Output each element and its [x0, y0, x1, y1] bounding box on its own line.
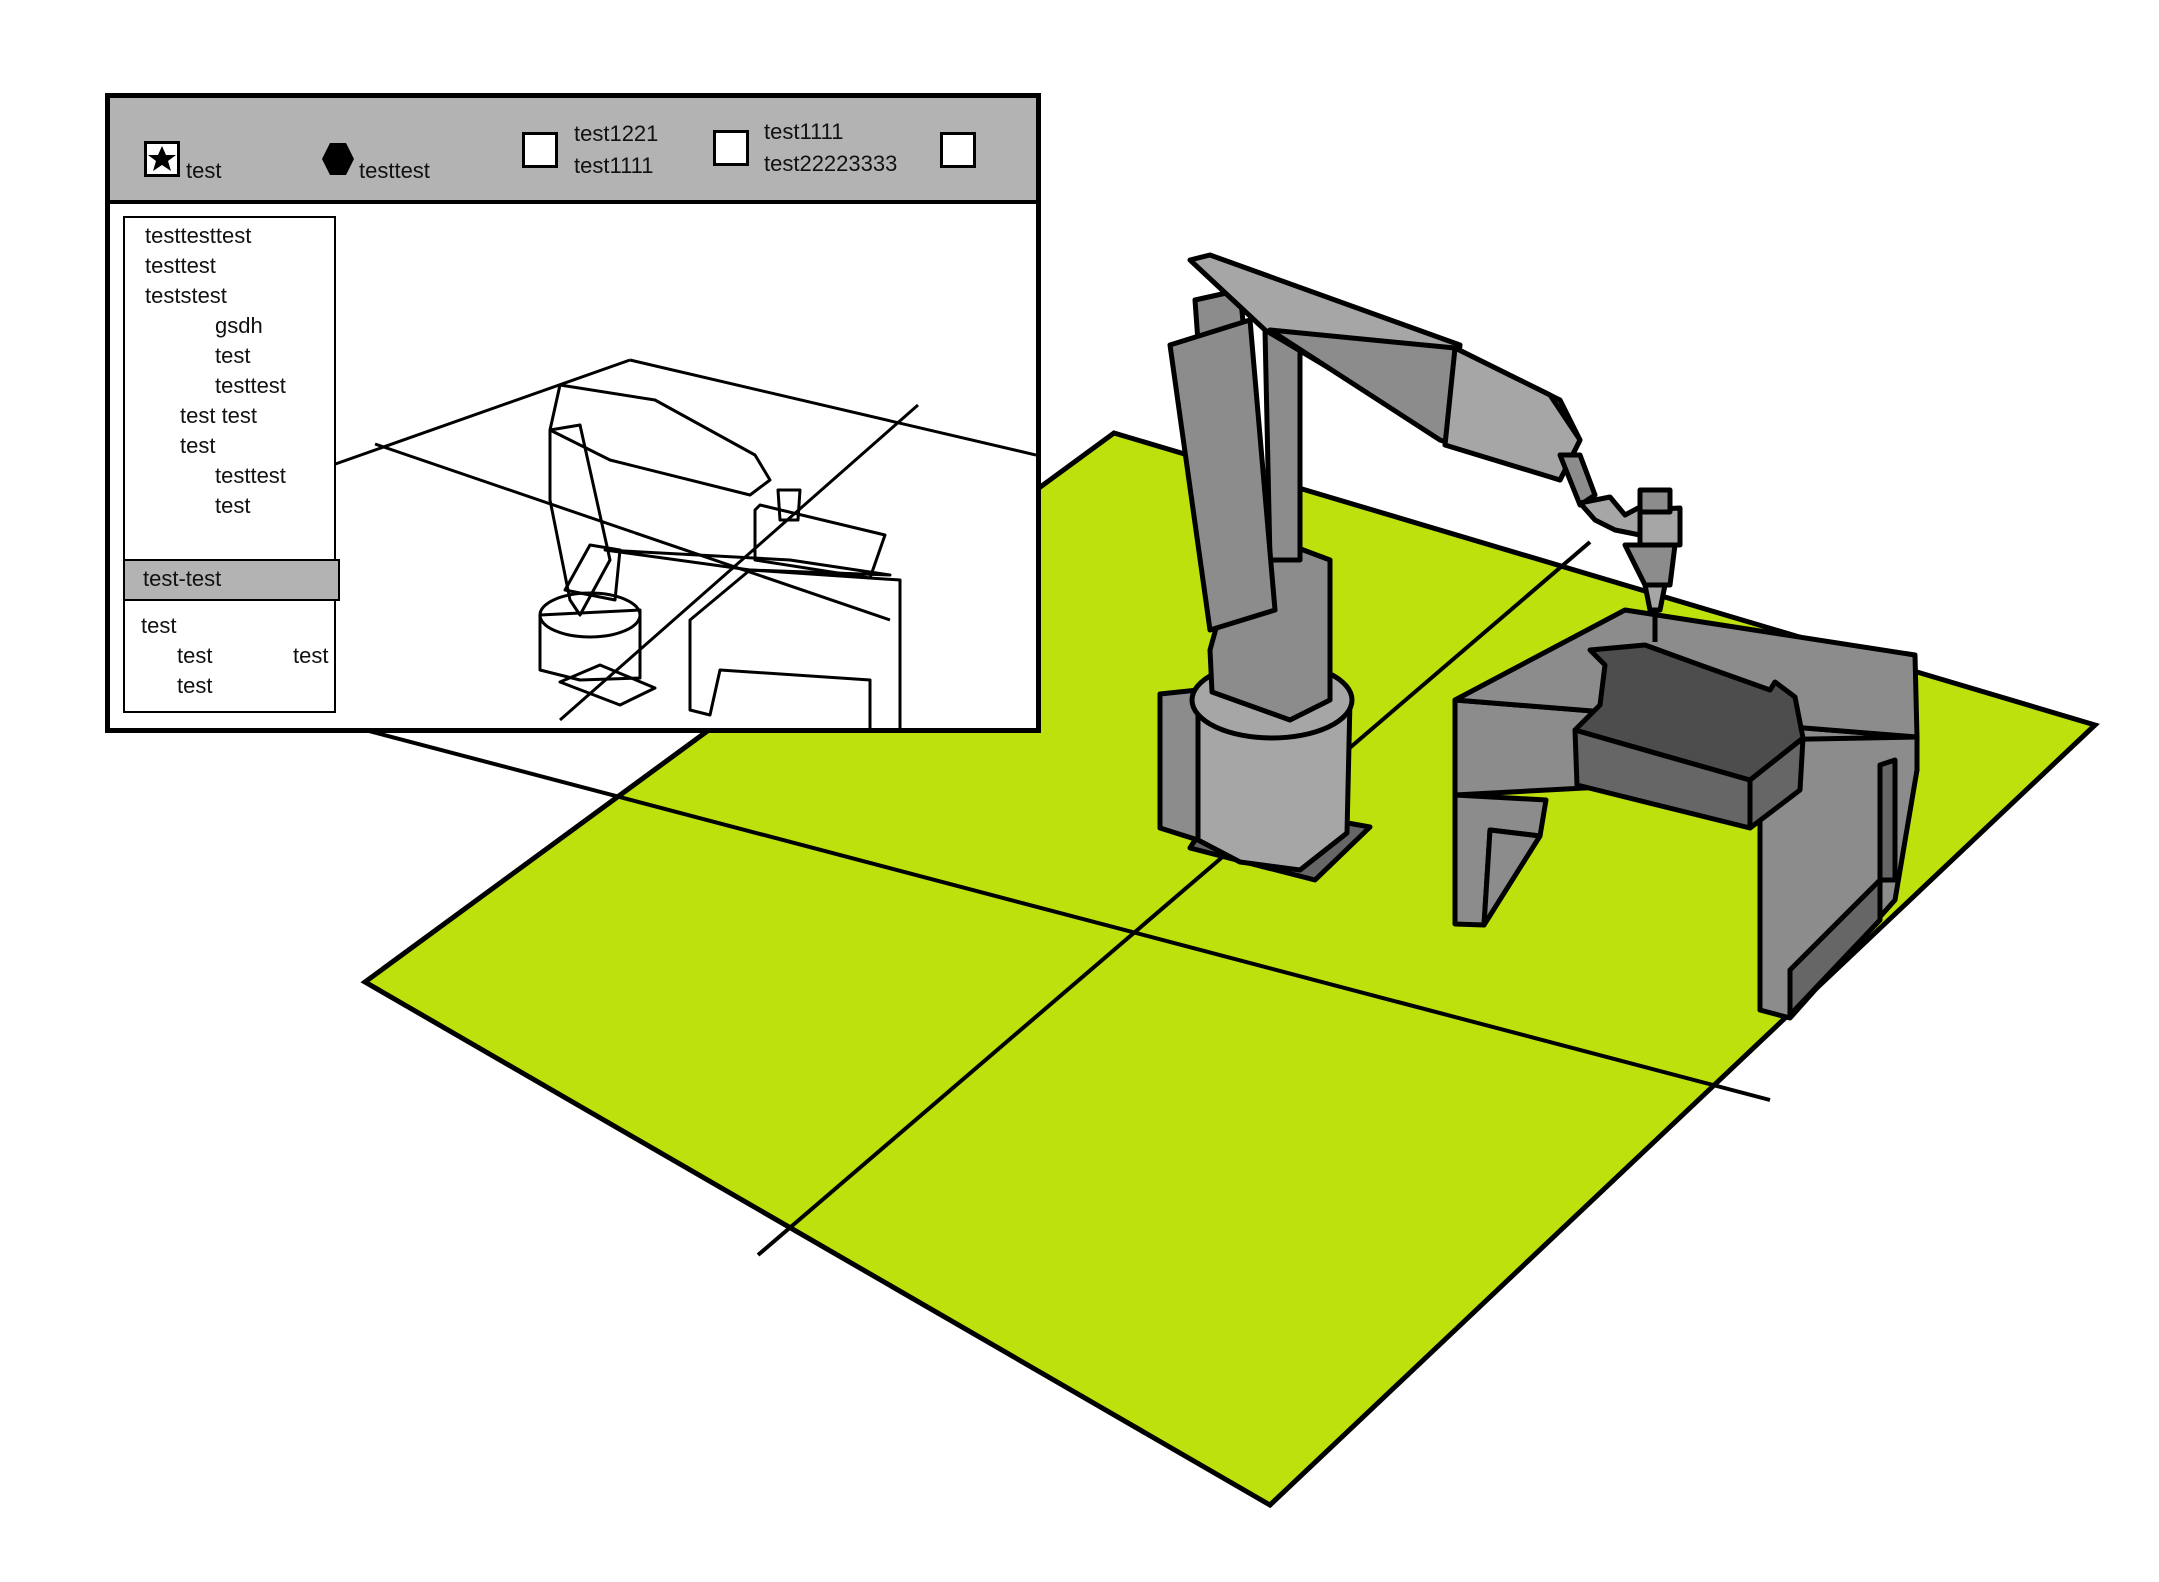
checkbox-3[interactable] — [940, 132, 976, 168]
software-window: test testtest test1221 test1111 test1111… — [105, 93, 1041, 733]
grid-line-a — [374, 442, 891, 622]
tool-checkbox-3[interactable] — [940, 132, 976, 168]
tree-item[interactable]: teststest — [145, 283, 227, 308]
tree-item[interactable]: testtest — [215, 463, 286, 488]
wire-tool — [776, 488, 802, 522]
tool-star[interactable]: test — [144, 132, 221, 186]
wire-base-plate — [558, 663, 657, 707]
workpiece — [1572, 642, 1806, 831]
robot-arm — [1157, 252, 1683, 883]
selected-item-bar[interactable]: test-test — [123, 559, 340, 601]
wire-base — [538, 608, 642, 682]
wire-table-top — [603, 548, 892, 577]
tree-item[interactable]: test — [215, 343, 251, 368]
tree-item[interactable]: testtest — [215, 373, 286, 398]
grid-line-2 — [756, 540, 1592, 1257]
detail-item[interactable]: test — [177, 673, 213, 698]
tool-2-label-top: test1111 — [764, 119, 844, 144]
3d-viewport[interactable] — [110, 200, 1036, 728]
selected-item-label: test-test — [143, 566, 222, 591]
checkbox-2[interactable] — [713, 130, 749, 166]
tool-hexagon[interactable]: testtest — [320, 132, 430, 186]
wire-arm-lower — [548, 423, 612, 617]
checkbox-1[interactable] — [522, 132, 558, 168]
tool-hexagon-label: testtest — [359, 158, 430, 183]
detail-item[interactable]: test — [141, 613, 177, 638]
tree-item[interactable]: gsdh — [215, 313, 263, 338]
tool-1-label-top: test1221 — [574, 121, 659, 146]
detail-item[interactable]: test — [177, 643, 213, 668]
toolbar: test testtest test1221 test1111 test1111… — [110, 98, 1036, 204]
wire-base-top — [538, 591, 642, 639]
detail-item[interactable]: test — [293, 643, 329, 668]
wire-workpiece — [753, 503, 887, 580]
grid-line-1 — [239, 695, 1771, 1102]
floor-edge-1 — [289, 358, 631, 482]
hexagon-icon — [320, 141, 356, 177]
wireframe-scene — [289, 358, 1036, 728]
wire-arm-upper — [548, 383, 772, 497]
tool-checkbox-2[interactable]: test1111 test22223333 — [713, 116, 897, 180]
star-icon — [144, 141, 180, 177]
tree-item[interactable]: testtest — [145, 253, 216, 278]
scene-tree: testtesttest testtest teststest gsdh tes… — [123, 216, 340, 713]
wire-table — [688, 568, 902, 728]
floor-edge-2 — [629, 358, 1036, 457]
tree-item[interactable]: test test — [180, 403, 258, 428]
tree-item[interactable]: testtesttest — [145, 223, 252, 248]
tool-2-label-bottom: test22223333 — [764, 151, 898, 176]
tree-item[interactable]: test — [215, 493, 251, 518]
tool-star-label: test — [186, 158, 222, 183]
grid-line-b — [559, 403, 919, 722]
tool-1-label-bottom: test1111 — [574, 153, 654, 178]
tool-checkbox-1[interactable]: test1221 test1111 — [522, 118, 658, 182]
tree-item[interactable]: test — [180, 433, 216, 458]
